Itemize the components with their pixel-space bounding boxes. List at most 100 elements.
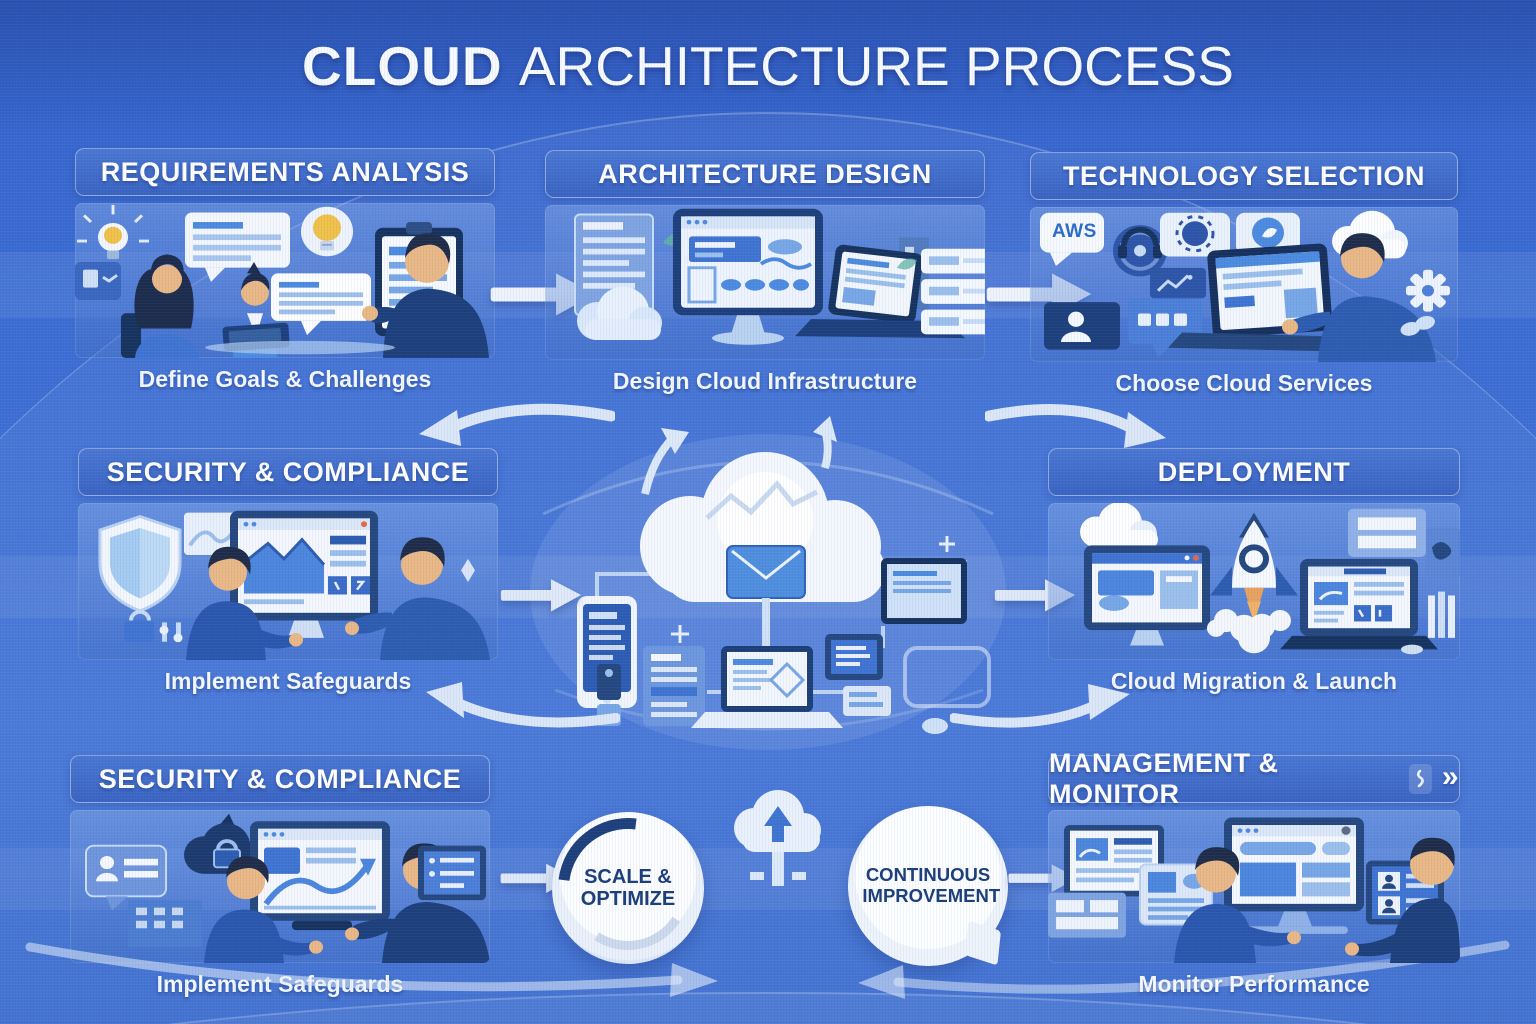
panel-deployment: DEPLOYMENT	[1048, 448, 1460, 702]
requirements-caption: Define Goals & Challenges	[138, 365, 432, 392]
laptop-icon	[1168, 243, 1344, 352]
map-panel-icon	[1426, 528, 1460, 579]
tablet-icon	[1139, 863, 1213, 926]
up-arrow-icon	[641, 428, 689, 495]
title-word-cloud: CLOUD	[302, 35, 503, 97]
title-word-rest: ARCHITECTURE PROCESS	[518, 35, 1234, 97]
panel-requirements-analysis: REQUIREMENTS ANALYSIS	[75, 148, 495, 400]
architecture-header: ARCHITECTURE DESIGN	[545, 150, 985, 198]
grid-widget-icon	[1128, 298, 1202, 358]
architecture-scene-illustration	[545, 205, 985, 360]
flow-arrow-right-icon	[498, 572, 584, 618]
panel-management-monitor: MANAGEMENT & MONITOR »	[1048, 748, 1460, 1005]
person-engineer	[1282, 233, 1436, 362]
tablet-icon	[825, 634, 883, 680]
person-right	[345, 537, 490, 660]
server-stack-icon	[921, 248, 985, 335]
webpage-monitor-icon	[1084, 545, 1210, 631]
aws-label: AWS	[1052, 221, 1097, 242]
storage-box-icon	[843, 686, 891, 716]
cloud-icon	[1080, 503, 1158, 550]
server-books-icon	[1428, 591, 1455, 638]
person-lead	[362, 233, 489, 358]
person-woman	[121, 254, 199, 358]
mouse-icon	[922, 718, 948, 734]
security-bottom-header: SECURITY & COMPLIANCE	[70, 755, 490, 803]
desk	[205, 340, 395, 355]
page-title: CLOUD ARCHITECTURE PROCESS	[0, 34, 1536, 98]
desktop-monitor-icon	[673, 208, 823, 345]
person-left	[204, 856, 323, 963]
person-left	[1174, 847, 1301, 963]
lightbulb-icon	[301, 206, 353, 257]
technology-header: TECHNOLOGY SELECTION	[1030, 152, 1458, 200]
chat-bubble-icon	[185, 212, 290, 282]
security-mid-scene-illustration	[78, 503, 498, 660]
cloud-lock-icon	[1113, 225, 1167, 277]
envelope-icon	[726, 545, 806, 599]
node-outline	[903, 646, 991, 708]
panel-technology-selection: TECHNOLOGY SELECTION	[1030, 152, 1458, 404]
continuous-improvement-badge: CONTINUOUS IMPROVEMENT	[848, 806, 1008, 966]
continuous-improvement-label: CONTINUOUS IMPROVEMENT	[862, 864, 1001, 906]
padlock-icon	[124, 609, 183, 643]
deployment-caption: Cloud Migration & Launch	[1110, 667, 1398, 694]
laptop-icon	[691, 646, 843, 728]
up-arrow-icon	[813, 416, 837, 470]
lightbulb-icon	[77, 204, 149, 260]
person-left	[186, 546, 303, 660]
smoke-puffs	[1207, 608, 1291, 654]
dashboard-panel-icon	[1048, 892, 1126, 938]
list-panel-icon	[1348, 508, 1426, 557]
scale-optimize-badge: SCALE & OPTIMIZE	[552, 812, 704, 964]
curved-arrow-up-right-icon	[950, 684, 1130, 728]
mouse-icon	[1401, 644, 1423, 655]
security-bottom-scene-illustration	[70, 810, 490, 963]
technology-caption: Choose Cloud Services	[1115, 369, 1373, 396]
security-mid-header: SECURITY & COMPLIANCE	[78, 448, 498, 496]
person-right	[1345, 837, 1460, 963]
technology-scene-illustration: AWS	[1030, 207, 1458, 362]
cloud-icon	[577, 286, 662, 341]
user-chat-bubble-icon	[85, 844, 167, 911]
smartphone-icon	[577, 596, 637, 708]
requirements-scene-illustration	[75, 203, 495, 358]
monitor-stand	[1130, 630, 1164, 646]
curved-arrow-up-left-icon	[426, 682, 620, 728]
dashboard-laptop-icon	[1280, 558, 1438, 650]
management-header: MANAGEMENT & MONITOR »	[1048, 748, 1460, 809]
management-glyph-icon	[1408, 764, 1432, 794]
stem-line	[762, 598, 770, 690]
curved-arrow-left-icon	[419, 403, 615, 446]
side-screen-icon	[418, 845, 486, 901]
rocket-icon	[1207, 512, 1298, 654]
panel-architecture-design: ARCHITECTURE DESIGN	[545, 150, 985, 402]
shield-icon	[98, 514, 182, 613]
scale-optimize-label: SCALE & OPTIMIZE	[580, 865, 676, 910]
deployment-scene-illustration	[1048, 503, 1460, 660]
mini-chart-icon	[1150, 267, 1206, 299]
chart-monitor-icon	[250, 821, 390, 931]
desktop-monitor-icon	[230, 510, 378, 638]
requirements-header: REQUIREMENTS ANALYSIS	[75, 148, 495, 196]
widget-icon	[75, 261, 121, 300]
management-caption: Monitor Performance	[1138, 970, 1370, 997]
document-panel-icon	[643, 646, 705, 726]
service-badge-icon	[1160, 212, 1230, 257]
sparkle-diamond	[461, 558, 475, 582]
security-mid-caption: Implement Safeguards	[164, 667, 412, 694]
architecture-caption: Design Cloud Infrastructure	[612, 367, 918, 394]
leaf-icon	[897, 258, 917, 270]
user-tablet-icon	[1044, 302, 1120, 350]
cloud-upload-icon	[734, 790, 821, 886]
curved-arrow-right-icon	[985, 404, 1166, 448]
management-scene-illustration	[1048, 810, 1460, 963]
building-icon	[128, 900, 202, 948]
chat-bubble-icon	[271, 273, 371, 336]
plus-sparkles	[671, 536, 955, 643]
browser-monitor-icon	[1224, 817, 1364, 934]
aws-badge	[1040, 212, 1104, 266]
tablet-icon	[828, 244, 923, 324]
panel-security-compliance-bottom: SECURITY & COMPLIANCE	[70, 755, 490, 1005]
